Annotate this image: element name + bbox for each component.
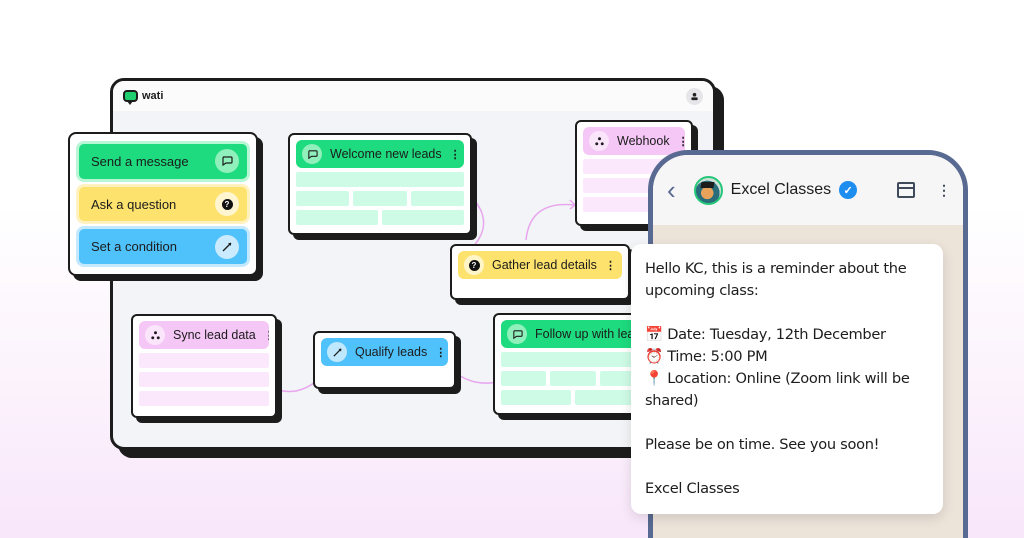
node-menu-icon[interactable]: ⋮: [449, 148, 461, 161]
node-header[interactable]: Follow up with leads: [501, 320, 645, 348]
app-header: wati: [113, 81, 713, 111]
node-title: Follow up with leads: [535, 327, 645, 341]
palette-send-message[interactable]: Send a message: [79, 144, 247, 179]
node-header[interactable]: ? Gather lead details ⋮: [458, 251, 622, 279]
palette-item-label: Ask a question: [91, 196, 177, 212]
message-signature: Excel Classes: [645, 480, 740, 497]
palette-set-condition[interactable]: Set a condition: [79, 229, 247, 265]
user-icon: [691, 92, 698, 100]
user-profile-button[interactable]: [686, 87, 703, 105]
contact-name[interactable]: Excel Classes: [730, 181, 832, 198]
question-icon: ?: [215, 192, 239, 216]
condition-icon: [327, 342, 347, 362]
node-menu-icon[interactable]: ⋮: [604, 259, 616, 272]
node-title: Webhook: [617, 134, 670, 148]
verified-badge-icon: ✓: [839, 181, 858, 199]
wati-logo[interactable]: wati: [123, 90, 164, 105]
node-title: Gather lead details: [492, 258, 597, 272]
chat-bubble-icon: [302, 144, 322, 164]
node-follow-up-with-leads[interactable]: Follow up with leads: [493, 313, 653, 415]
node-welcome-new-leads[interactable]: Welcome new leads ⋮: [288, 133, 472, 235]
node-gather-lead-details[interactable]: ? Gather lead details ⋮: [450, 244, 630, 300]
node-header[interactable]: Qualify leads ⋮: [321, 338, 448, 366]
back-arrow-icon[interactable]: ‹: [667, 175, 676, 205]
node-header[interactable]: Sync lead data ⋮: [139, 321, 269, 349]
contact-avatar[interactable]: [693, 175, 723, 205]
node-placeholder-rows: [139, 353, 269, 406]
message-bubble: Hello KC, this is a reminder about the u…: [631, 244, 943, 514]
node-title: Qualify leads: [355, 345, 428, 359]
node-placeholder-rows: [501, 352, 645, 405]
message-greeting: Hello KC, this is a reminder about the u…: [645, 260, 907, 299]
message-closing: Please be on time. See you soon!: [645, 436, 880, 453]
node-title: Sync lead data: [173, 328, 256, 342]
chat-bubble-icon: [507, 324, 527, 344]
node-menu-icon[interactable]: ⋮: [677, 135, 685, 148]
message-date: 📅 Date: Tuesday, 12th December: [645, 326, 886, 343]
node-menu-icon[interactable]: ⋮: [435, 346, 446, 359]
node-sync-lead-data[interactable]: Sync lead data ⋮: [131, 314, 277, 418]
message-time: ⏰ Time: 5:00 PM: [645, 348, 768, 365]
logo-chat-icon: [123, 90, 138, 105]
logo-text: wati: [142, 90, 164, 102]
action-palette: Send a message Ask a question ? Set a co…: [68, 132, 258, 276]
webhook-icon: [145, 325, 165, 345]
storefront-icon[interactable]: [897, 182, 915, 198]
node-header[interactable]: Welcome new leads ⋮: [296, 140, 464, 168]
question-icon: ?: [464, 255, 484, 275]
node-header[interactable]: Webhook ⋮: [583, 127, 685, 155]
node-qualify-leads[interactable]: Qualify leads ⋮: [313, 331, 456, 389]
webhook-icon: [589, 131, 609, 151]
palette-item-label: Set a condition: [91, 239, 178, 255]
palette-ask-question[interactable]: Ask a question ?: [79, 186, 247, 222]
chat-bubble-icon: [215, 149, 239, 174]
node-title: Welcome new leads: [330, 147, 442, 161]
node-menu-icon[interactable]: ⋮: [264, 329, 269, 342]
message-location: 📍 Location: Online (Zoom link will be sh…: [645, 370, 910, 409]
more-options-icon[interactable]: ⋮: [937, 181, 951, 198]
condition-icon: [215, 234, 239, 259]
chat-header: ‹ Excel Classes ✓ ⋮: [653, 155, 963, 225]
palette-item-label: Send a message: [91, 153, 189, 169]
node-placeholder-rows: [296, 172, 464, 225]
